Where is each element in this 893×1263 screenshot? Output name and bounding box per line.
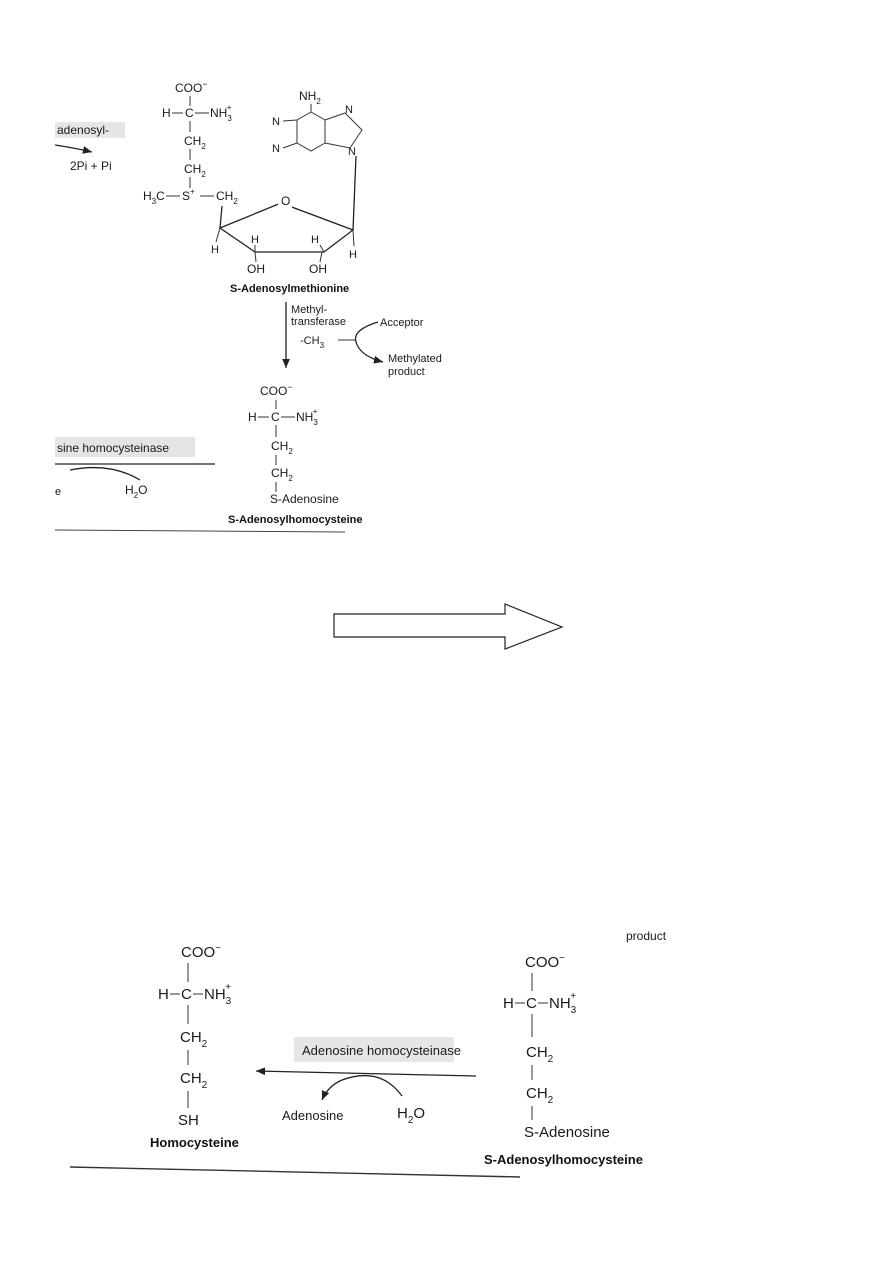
- sam-s: S+: [182, 187, 195, 203]
- sam-h3c: H3C: [143, 189, 165, 206]
- bond: [215, 227, 221, 243]
- imidazole-ring: [324, 112, 363, 149]
- sah-name: S-Adenosylhomocysteine: [228, 514, 362, 526]
- sah-h: H: [248, 410, 257, 424]
- methylated-line1: Methylated: [388, 353, 442, 365]
- adenine-n2: N: [272, 143, 280, 155]
- sam-c: C: [185, 106, 194, 120]
- homocysteine-molecule: COO− H C NH3+ CH2 CH2 SH Homocysteine: [150, 943, 239, 1150]
- bsah-nh3: NH3+: [549, 991, 577, 1016]
- top-baseline: [54, 529, 346, 533]
- sah-ch2-b: CH2: [271, 466, 293, 483]
- ring-h-mid1: H: [251, 234, 259, 246]
- enzyme-line1: Methyl-: [291, 304, 327, 316]
- bottom-sah-molecule: COO− H C NH3+ CH2 CH2 S-Adenosine S-Aden…: [484, 953, 643, 1167]
- ribose-ring: [218, 202, 355, 253]
- adenine-base: NH2 N N N N: [270, 89, 363, 231]
- bond: [319, 244, 325, 253]
- homocysteine-name: Homocysteine: [150, 1135, 239, 1150]
- ring-o-bg: [278, 194, 292, 208]
- sam-ch2-c: CH2: [216, 189, 238, 206]
- ring-o: O: [281, 194, 290, 208]
- water-curve: [321, 1074, 403, 1101]
- bsah-coo: COO−: [525, 953, 565, 971]
- reaction-left-byproduct: 2Pi + Pi: [70, 159, 112, 173]
- glycosidic-bond: [352, 155, 357, 231]
- cut-curve: [69, 466, 141, 481]
- bond: [282, 142, 298, 149]
- hcy-sh: SH: [178, 1112, 199, 1129]
- label-shading: [55, 122, 125, 138]
- hcy-coo: COO−: [181, 943, 221, 961]
- sah-nh3: NH3+: [296, 407, 318, 427]
- bottom-baseline: [69, 1166, 521, 1178]
- ch3-label: -CH3: [300, 335, 325, 350]
- sam-ch2-a: CH2: [184, 134, 206, 151]
- sah-c: C: [271, 410, 280, 424]
- sam-nh3: NH3+: [210, 103, 232, 123]
- top-sah-molecule: COO− H C NH3+ CH2 CH2 S-Adenosine S-Aden…: [228, 382, 362, 526]
- sam-name: S-Adenosylmethionine: [230, 283, 349, 295]
- bottom-h2o: H2O: [397, 1105, 425, 1126]
- hydrolase-arrow: [255, 1067, 477, 1077]
- hcy-ch2-a: CH2: [180, 1029, 208, 1050]
- ring-oh2: OH: [309, 262, 327, 276]
- enzyme-shading: [55, 437, 195, 457]
- sam-ch2-b: CH2: [184, 162, 206, 179]
- sah-s-adenosine: S-Adenosine: [270, 492, 339, 506]
- bond: [319, 251, 323, 263]
- sah-coo: COO−: [260, 382, 293, 398]
- bond: [282, 119, 298, 122]
- adenine-nh2: NH2: [299, 89, 321, 106]
- bottom-enzyme-label: Adenosine homocysteinase: [302, 1043, 461, 1058]
- adenosine-label: Adenosine: [282, 1108, 343, 1123]
- cut-enzyme-label: sine homocysteinase: [57, 441, 169, 455]
- ring-h-left: H: [211, 244, 219, 256]
- cut-e: e: [55, 486, 61, 498]
- big-right-arrow: [333, 603, 564, 650]
- product-label: product: [626, 929, 667, 943]
- enzyme-shading: [294, 1037, 454, 1062]
- reaction-left-arrow: [54, 144, 93, 154]
- bsah-s-adenosine: S-Adenosine: [524, 1124, 610, 1141]
- pyrimidine-ring: [296, 111, 326, 152]
- bsah-c: C: [526, 995, 537, 1012]
- bsah-ch2-b: CH2: [526, 1085, 554, 1106]
- methylated-line2: product: [388, 366, 425, 378]
- top-panel: adenosyl- 2Pi + Pi COO− H C NH3+ CH2 CH2…: [54, 79, 442, 533]
- bond: [219, 205, 223, 229]
- adenine-n3: N: [345, 104, 353, 116]
- sam-molecule: COO− H C NH3+ CH2 CH2 H3C S+ CH2 O H: [143, 79, 363, 295]
- top-h2o: H2O: [125, 483, 147, 500]
- hcy-c: C: [181, 986, 192, 1003]
- hcy-h: H: [158, 986, 169, 1003]
- ring-h-mid2: H: [311, 234, 319, 246]
- hcy-ch2-b: CH2: [180, 1070, 208, 1091]
- adenine-n1: N: [272, 116, 280, 128]
- ring-h-right: H: [349, 249, 357, 261]
- adenine-n4: N: [348, 146, 356, 158]
- n-bg: [270, 114, 282, 127]
- bottom-sah-name: S-Adenosylhomocysteine: [484, 1152, 643, 1167]
- sam-coo: COO−: [175, 79, 208, 95]
- sam-h: H: [162, 106, 171, 120]
- hcy-nh3: NH3+: [204, 982, 232, 1007]
- bond: [254, 251, 257, 263]
- bottom-panel: product COO− H C NH3+ CH2 CH2 SH Homocys…: [69, 929, 667, 1178]
- sah-ch2-a: CH2: [271, 439, 293, 456]
- reaction-left-label: adenosyl-: [57, 123, 109, 137]
- methyl-transfer-curve: [354, 321, 384, 364]
- acceptor-label: Acceptor: [380, 317, 424, 329]
- bond: [352, 229, 355, 247]
- enzyme-line2: transferase: [291, 316, 346, 328]
- bsah-h: H: [503, 995, 514, 1012]
- bsah-ch2-a: CH2: [526, 1044, 554, 1065]
- ring-oh1: OH: [247, 262, 265, 276]
